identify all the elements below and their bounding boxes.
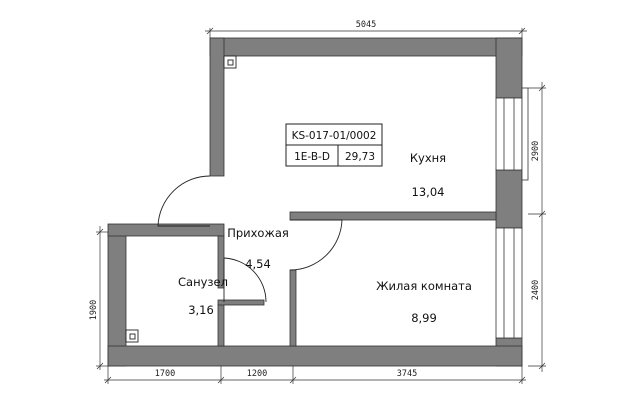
bathroom-name: Санузел	[178, 275, 228, 289]
wall-kitchen-living	[289, 211, 497, 221]
dim-top: 5045	[356, 20, 376, 30]
door-kitchen	[289, 219, 343, 271]
window-upper	[495, 87, 529, 181]
wall-right-top	[495, 37, 523, 99]
wall-bottom	[107, 345, 523, 367]
shafts	[125, 55, 237, 343]
hall-name: Прихожая	[227, 226, 289, 240]
kitchen-name: Кухня	[410, 151, 446, 165]
dim-bottom-2: 1200	[247, 369, 267, 379]
kitchen-area: 13,04	[412, 185, 445, 199]
dim-right-lower: 2400	[531, 280, 541, 300]
wall-top	[209, 37, 523, 57]
walls	[107, 37, 523, 367]
total-area: 29,73	[345, 151, 375, 163]
plan-code-box: KS-017-01/0002 1E-B-D 29,73	[285, 123, 383, 167]
dim-bottom-1: 1700	[155, 369, 175, 379]
doors	[157, 175, 343, 303]
living-area: 8,99	[411, 311, 437, 325]
hall-area: 4,54	[245, 257, 271, 271]
plan-code: KS-017-01/0002	[292, 130, 377, 142]
wall-bath-hall-bottom	[217, 303, 225, 347]
living-name: Жилая комната	[376, 279, 472, 293]
wall-hall-living	[289, 269, 297, 347]
bathroom-area: 3,16	[188, 303, 214, 317]
wall-right-mid	[495, 169, 523, 229]
dim-right-upper: 2900	[531, 141, 541, 161]
dim-left: 1900	[89, 300, 99, 320]
door-bathroom	[223, 257, 267, 303]
wall-left-upper	[209, 37, 225, 177]
wall-bath-stub	[217, 299, 265, 306]
window-lower	[495, 227, 523, 339]
dimension-lines	[96, 27, 546, 384]
door-entrance	[157, 175, 211, 227]
wall-bath-top	[107, 223, 225, 237]
plan-type: 1E-B-D	[294, 151, 330, 163]
dim-bottom-3: 3745	[397, 369, 417, 379]
